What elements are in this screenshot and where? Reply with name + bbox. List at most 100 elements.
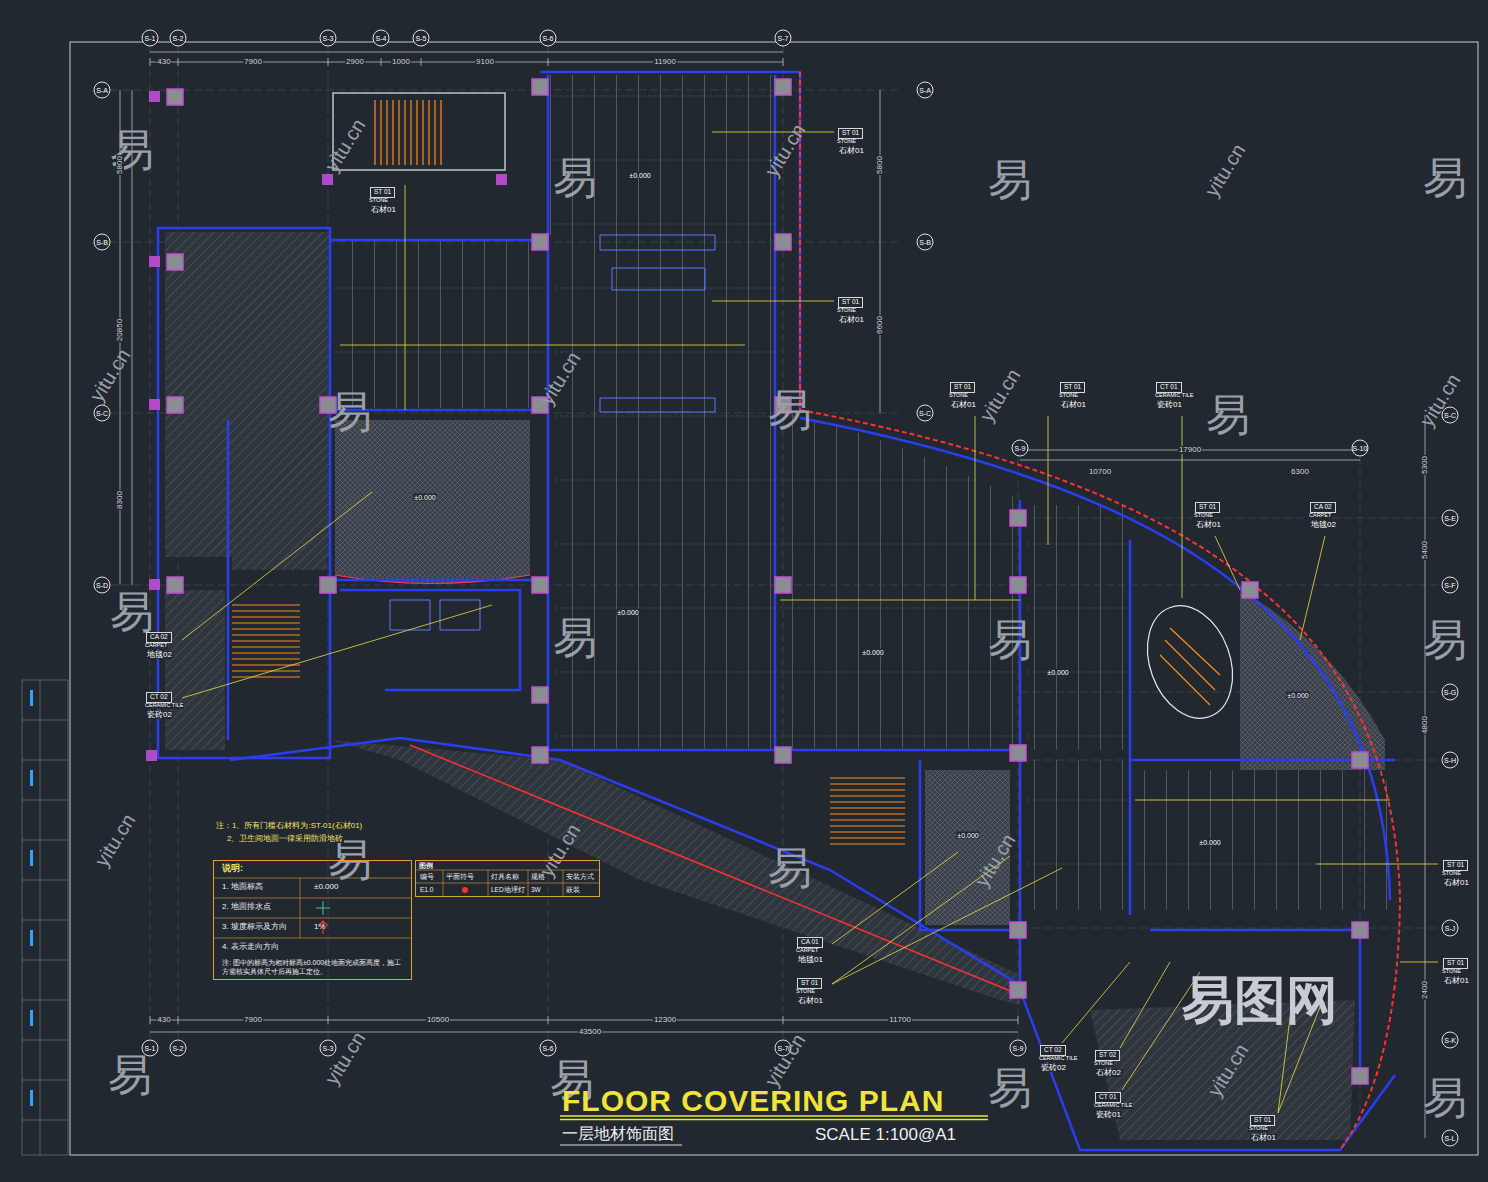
material-name: STONE [795,989,816,995]
watermark: 易 [768,388,812,432]
watermark: 易 [1423,156,1467,200]
grid-bubble-label: S-9 [1015,445,1026,452]
grid-bubble-label: S-C [1444,412,1456,419]
dimension: 20850 [116,318,124,342]
material-name-cn: 瓷砖01 [1095,1111,1122,1119]
grid-bubble-label: S-C [919,410,931,417]
watermark: 易 [108,1053,152,1097]
watermark: yitu.cn [86,345,134,405]
watermark: 易 [1423,618,1467,662]
material-code: CT 02 [146,692,172,703]
material-code: CA 02 [1310,502,1336,513]
grid-bubble-label: S-J [1445,925,1456,932]
material-name-cn: 瓷砖02 [1040,1064,1067,1072]
watermark: yitu.cn [321,1028,369,1088]
grid-bubble-label: S-7 [778,1045,789,1052]
drawing-title: FLOOR COVERING PLAN [562,1086,944,1116]
scale-note: SCALE 1:100@A1 [815,1126,956,1143]
box-text: 2. 地面排水点 [222,903,271,911]
dimension: 6600 [876,315,884,335]
box-text: 3. 坡度标示及方向 [222,923,287,931]
material-name: CARPET [795,948,819,954]
box-text: 1% [314,923,326,931]
box-text: 1. 地面标高 [222,883,263,891]
watermark: yitu.cn [91,810,139,870]
elevation-mark: ±0.000 [616,609,639,616]
material-code: ST 01 [1060,382,1085,393]
material-name-cn: 地毯02 [1310,521,1337,529]
material-name-cn: 瓷砖02 [146,711,173,719]
watermark: yitu.cn [536,820,584,880]
grid-bubble-label: S-K [1444,1037,1456,1044]
elevation-mark: ±0.000 [861,649,884,656]
watermark-logo: 易图网 [1182,974,1338,1026]
material-name-cn: 石材01 [797,997,824,1005]
watermark: yitu.cn [976,365,1024,425]
dimension: 11700 [888,1016,912,1024]
box-heading: 说明: [222,864,243,873]
grid-bubble-label: S-6 [543,35,554,42]
watermark: 易 [988,158,1032,202]
elevation-mark: ±0.000 [1046,669,1069,676]
watermark: yitu.cn [1416,370,1464,430]
material-name-cn: 石材01 [1443,879,1470,887]
drawing-caption: 一层地材饰面图 [562,1126,674,1142]
grid-bubble-label: S-9 [1013,1045,1024,1052]
grid-bubble-label: S-C [96,410,108,417]
dimension: 10700 [1088,468,1112,476]
grid-bubble-label: S-H [1444,757,1456,764]
material-name-cn: 地毯01 [797,956,824,964]
material-code: ST 01 [950,382,975,393]
grid-bubble-label: S-B [919,239,931,246]
dimension: 4800 [1421,715,1429,735]
material-code: CT 01 [1095,1092,1121,1103]
material-name: STONE [836,139,857,145]
material-name-cn: 石材02 [1095,1069,1122,1077]
material-code: ST 01 [838,297,863,308]
legend-box: 说明:1. 地面标高±0.0002. 地面排水点3. 坡度标示及方向1%4. 表… [213,860,412,980]
grid-bubble-label: S-A [96,87,108,94]
material-name-cn: 石材01 [370,206,397,214]
watermark: yitu.cn [761,1030,809,1090]
elevation-mark: ±0.000 [956,832,979,839]
watermark: 易 [328,390,372,434]
grid-bubble-label: S-3 [323,1045,334,1052]
dimension: 10500 [426,1016,450,1024]
watermark: 易 [768,846,812,890]
material-name: STONE [1441,871,1462,877]
grid-bubble-label: S-2 [173,1045,184,1052]
grid-bubble-label: S-3 [323,35,334,42]
elevation-mark: ±0.000 [628,172,651,179]
grid-bubble-label: S-7 [778,35,789,42]
watermark: yitu.cn [761,120,809,180]
material-code: CA 01 [797,937,823,948]
elevation-mark: ±0.000 [1286,692,1309,699]
dimension: 7900 [243,1016,263,1024]
box-text: ±0.000 [314,883,338,891]
material-code: ST 01 [1250,1115,1275,1126]
grid-bubble-label: S-L [1445,1135,1456,1142]
dimension: 430 [156,58,171,66]
material-code: ST 01 [1443,860,1468,871]
dimension: 6300 [1290,468,1310,476]
material-code: ST 01 [1195,502,1220,513]
grid-bubble-label: S-1 [145,1045,156,1052]
grid-bubble-label: S-6 [543,1045,554,1052]
watermark: 易 [988,1066,1032,1110]
dimension: 5400 [1421,540,1429,560]
dimension: 2900 [345,58,365,66]
material-code: ST 01 [797,978,822,989]
watermark: yitu.cn [971,830,1019,890]
material-name: STONE [1058,393,1079,399]
box-text: 规格 [531,874,545,881]
dimension: 5800 [876,155,884,175]
material-name: CARPET [1308,513,1332,519]
dimension: 43500 [578,1028,602,1036]
material-name-cn: 地毯02 [146,651,173,659]
elevation-mark: ±0.000 [1198,839,1221,846]
watermark: yitu.cn [536,348,584,408]
material-code: CT 01 [1156,382,1182,393]
watermark: 易 [1423,1076,1467,1120]
grid-bubble-label: S-B [96,239,108,246]
grid-bubble-label: S-D [96,582,108,589]
